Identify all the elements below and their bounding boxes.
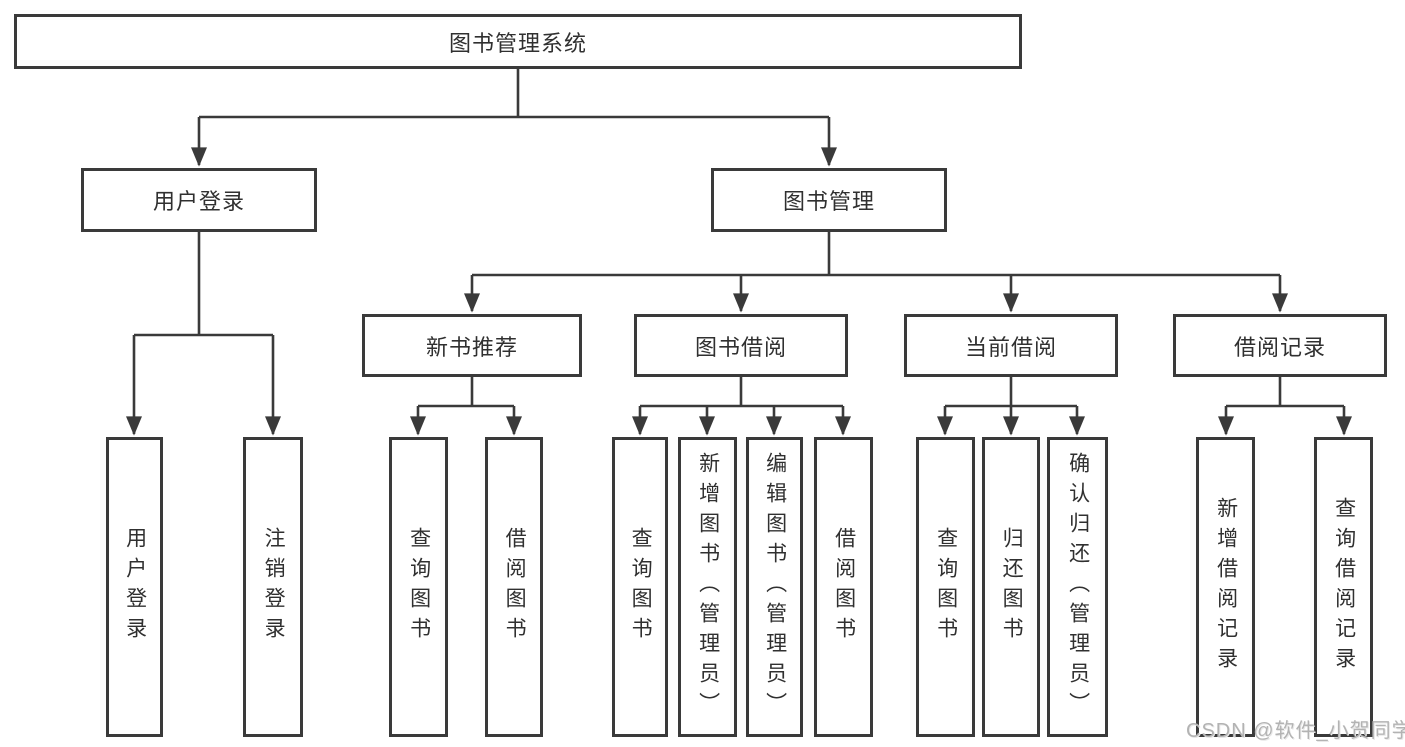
node-borrowing-records: 借阅记录 bbox=[1173, 314, 1387, 377]
leaf-query-books-borrowing: 查询图书 bbox=[612, 437, 668, 737]
node-label: 查询图书 bbox=[934, 527, 958, 647]
node-label: 新书推荐 bbox=[425, 334, 518, 360]
node-book-management: 图书管理 bbox=[711, 168, 947, 232]
node-label: 归还图书 bbox=[1000, 527, 1024, 647]
node-label: 图书管理系统 bbox=[448, 30, 587, 56]
node-label: 图书借阅 bbox=[694, 334, 787, 360]
node-book-borrowing: 图书借阅 bbox=[634, 314, 848, 377]
leaf-query-books-current: 查询图书 bbox=[916, 437, 975, 737]
node-label: 查询图书 bbox=[629, 527, 653, 647]
node-label: 用户登录 bbox=[123, 527, 147, 647]
node-label: 确认归还（管理员） bbox=[1066, 452, 1090, 722]
node-label: 新增借阅记录 bbox=[1214, 497, 1238, 677]
leaf-add-borrow-record: 新增借阅记录 bbox=[1196, 437, 1255, 737]
leaf-borrow-books-recommend: 借阅图书 bbox=[485, 437, 543, 737]
leaf-confirm-return-admin: 确认归还（管理员） bbox=[1047, 437, 1108, 737]
leaf-edit-book-admin: 编辑图书（管理员） bbox=[746, 437, 803, 737]
node-label: 查询图书 bbox=[407, 527, 431, 647]
leaf-logout: 注销登录 bbox=[243, 437, 303, 737]
leaf-borrow-books-borrowing: 借阅图书 bbox=[814, 437, 873, 737]
leaf-return-books: 归还图书 bbox=[982, 437, 1040, 737]
node-label: 用户登录 bbox=[152, 189, 245, 214]
node-current-borrowing: 当前借阅 bbox=[904, 314, 1118, 377]
node-label: 注销登录 bbox=[262, 527, 286, 647]
node-root-library-system: 图书管理系统 bbox=[14, 14, 1022, 69]
leaf-query-books-recommend: 查询图书 bbox=[389, 437, 448, 737]
node-label: 图书管理 bbox=[782, 189, 875, 214]
node-label: 新增图书（管理员） bbox=[696, 452, 720, 722]
node-new-book-recommend: 新书推荐 bbox=[362, 314, 582, 377]
watermark: CSDN @软件_小贺同学 bbox=[1186, 720, 1405, 742]
node-label: 当前借阅 bbox=[964, 334, 1057, 360]
leaf-query-borrow-record: 查询借阅记录 bbox=[1314, 437, 1373, 737]
node-label: 编辑图书（管理员） bbox=[763, 452, 787, 722]
node-label: 借阅图书 bbox=[832, 527, 856, 647]
node-label: 借阅图书 bbox=[503, 527, 527, 647]
leaf-user-login: 用户登录 bbox=[106, 437, 163, 737]
node-user-login: 用户登录 bbox=[81, 168, 317, 232]
leaf-add-book-admin: 新增图书（管理员） bbox=[678, 437, 737, 737]
node-label: 查询借阅记录 bbox=[1332, 497, 1356, 677]
node-label: 借阅记录 bbox=[1233, 334, 1326, 360]
